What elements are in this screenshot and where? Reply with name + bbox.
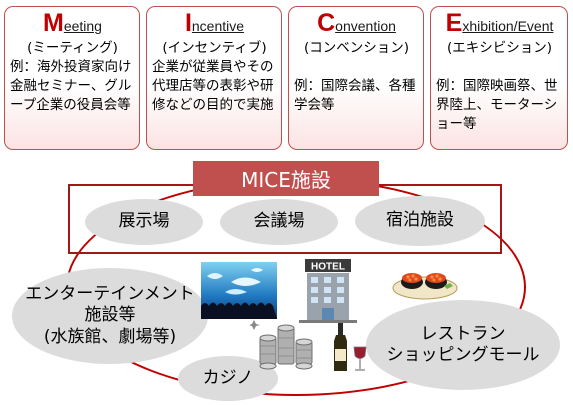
mice-facilities-label: MICE施設 — [193, 161, 379, 196]
convention-title-rest: onvention — [335, 18, 396, 34]
exhibition-initial: E — [445, 9, 463, 37]
exhibition-hall-label: 展示場 — [118, 211, 170, 232]
casino-label: カジノ — [202, 367, 254, 388]
aquarium-icon — [201, 262, 277, 319]
convention-title: Convention — [294, 11, 419, 36]
lodging-label: 宿泊施設 — [386, 210, 454, 231]
exhibition-hall-oval: 展示場 — [85, 199, 203, 245]
restaurant-oval: レストラン ショッピングモール — [366, 300, 560, 390]
convention-initial: C — [317, 9, 336, 37]
shopping-mall-label: ショッピングモール — [386, 345, 540, 365]
convention-card: Convention (コンベンション) 例：国際会議、各種学会等 — [288, 6, 424, 150]
entertainment-label: エンターテインメント — [25, 284, 195, 305]
conference-hall-oval: 会議場 — [220, 199, 338, 245]
convention-subtitle: (コンベンション) — [303, 40, 410, 56]
exhibition-card: Exhibition/Event (エキシビション) 例：国際映画祭、世界陸上、… — [430, 6, 568, 150]
meeting-initial: M — [43, 9, 64, 37]
incentive-title-rest: ncentive — [191, 18, 245, 34]
exhibition-subtitle: (エキシビション) — [446, 40, 553, 56]
restaurant-label: レストラン — [420, 323, 506, 344]
meeting-card: Meeting (ミーティング) 例：海外投資家向け金融セミナー、グループ企業の… — [4, 6, 140, 150]
wine-icon — [334, 323, 367, 371]
exhibition-title-rest: xhibition/Event — [462, 18, 554, 34]
incentive-description: 企業が従業員やその代理店等の表彰や研修などの目的で実施 — [152, 59, 274, 114]
convention-description: 例：国際会議、各種学会等 — [294, 78, 416, 114]
incentive-title: Incentive — [152, 11, 277, 36]
incentive-initial: I — [184, 9, 192, 37]
meeting-title-rest: eeting — [63, 18, 102, 34]
hotel-building-icon: HOTEL — [299, 259, 357, 323]
meeting-description: 例：海外投資家向け金融セミナー、グループ企業の役員会等 — [10, 59, 132, 114]
exhibition-title: Exhibition/Event — [436, 11, 563, 36]
lodging-oval: 宿泊施設 — [355, 196, 485, 246]
entertainment-label-2: 施設等 — [84, 305, 136, 326]
sushi-icon — [392, 273, 458, 300]
exhibition-description: 例：国際映画祭、世界陸上、モーターショー等 — [436, 78, 558, 133]
meeting-title: Meeting — [10, 11, 135, 36]
entertainment-examples: (水族館、劇場等) — [43, 326, 177, 347]
meeting-subtitle: (ミーティング) — [27, 40, 118, 56]
incentive-subtitle: (インセンティブ) — [162, 40, 267, 56]
incentive-card: Incentive (インセンティブ) 企業が従業員やその代理店等の表彰や研修な… — [146, 6, 282, 150]
casino-chips-icon — [250, 320, 313, 370]
hotel-sign-text: HOTEL — [311, 262, 345, 273]
entertainment-oval: エンターテインメント 施設等 (水族館、劇場等) — [12, 268, 208, 364]
conference-hall-label: 会議場 — [253, 211, 305, 232]
